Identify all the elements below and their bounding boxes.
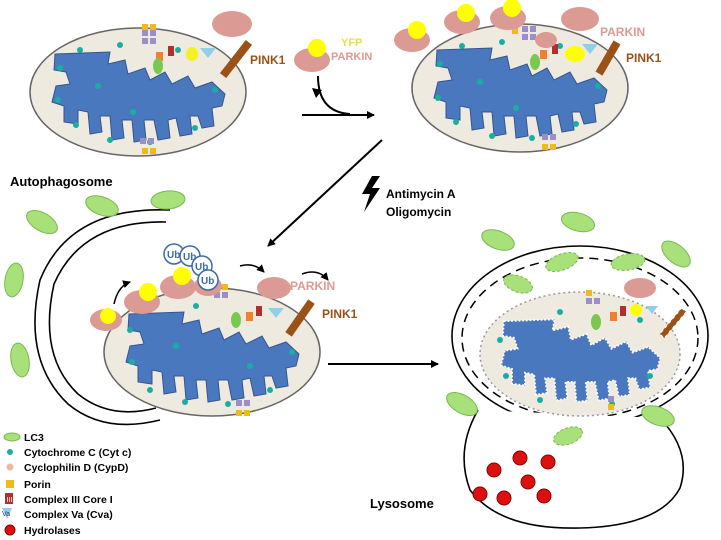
lysosome-body: [463, 409, 684, 529]
legend-hydrolases: Hydrolases: [24, 525, 81, 537]
legend-complex-iii: Complex III Core I: [24, 494, 113, 506]
legend-lc3: LC3: [24, 432, 44, 444]
parkin-label-3: PARKIN: [290, 279, 335, 293]
svg-text:PARKIN: PARKIN: [331, 51, 372, 63]
parkin-protein: [212, 11, 252, 37]
porin-square-icon: [6, 480, 14, 488]
complex-iii-icon: III: [5, 493, 13, 504]
yfp-parkin-bound-group: [394, 0, 599, 62]
lysosome-label: Lysosome: [370, 496, 434, 511]
parkin-label-2: PARKIN: [600, 25, 645, 39]
ubiquitin-chain: Ub Ub Ub Ub: [163, 243, 219, 291]
autolysosome: [451, 245, 709, 529]
pink1-label-1: PINK1: [250, 53, 286, 67]
phagophore-membrane: [34, 209, 171, 426]
svg-text:Ub: Ub: [195, 262, 208, 273]
svg-text:YFP: YFP: [341, 37, 362, 49]
lc3-ellipse-icon: [3, 432, 21, 442]
svg-text:Va: Va: [2, 511, 10, 518]
lightning-bolt-icon: [362, 176, 380, 212]
pink1-label-3: PINK1: [322, 307, 358, 321]
cyt-c-dot-icon: [7, 449, 13, 455]
lc3-cluster-right: [446, 211, 691, 446]
legend: LC3 Cytochrome C (Cyt c) Cyclophilin D (…: [2, 432, 131, 537]
svg-text:Ub: Ub: [183, 252, 196, 263]
arrow-to-autophagy: [267, 139, 383, 247]
pink1-protein-2: [595, 40, 621, 76]
svg-text:Ub: Ub: [167, 250, 180, 261]
drug-label-a: Antimycin A: [386, 187, 456, 201]
drug-label-b: Oligomycin: [386, 205, 451, 219]
hydrolases: [472, 450, 556, 506]
legend-porin: Porin: [24, 479, 51, 491]
legend-cyt-c: Cytochrome C (Cyt c): [24, 447, 131, 459]
legend-complex-va: Complex Va (Cva): [24, 509, 113, 521]
mitochondrion-engulfed: [103, 284, 321, 417]
yfp-parkin-free: YFP PARKIN: [294, 37, 372, 72]
complex-va-icon: Va: [2, 508, 12, 519]
svg-text:Ub: Ub: [201, 276, 214, 287]
mitochondrion-depolarized: [411, 23, 629, 153]
cypd-dot-icon: [6, 463, 14, 471]
arrow-curve-parkin: [317, 75, 351, 115]
legend-cypd: Cyclophilin D (CypD): [24, 462, 128, 474]
pink1-protein-3: [285, 299, 315, 337]
hydrolase-dot-icon: [4, 524, 16, 536]
mitochondrion-healthy: [29, 24, 247, 157]
lc3-cluster-left: [4, 190, 186, 378]
pink1-label-2: PINK1: [626, 51, 662, 65]
svg-text:III: III: [7, 497, 13, 504]
pink1-protein: [219, 39, 253, 79]
autophagosome-label: Autophagosome: [10, 174, 113, 189]
